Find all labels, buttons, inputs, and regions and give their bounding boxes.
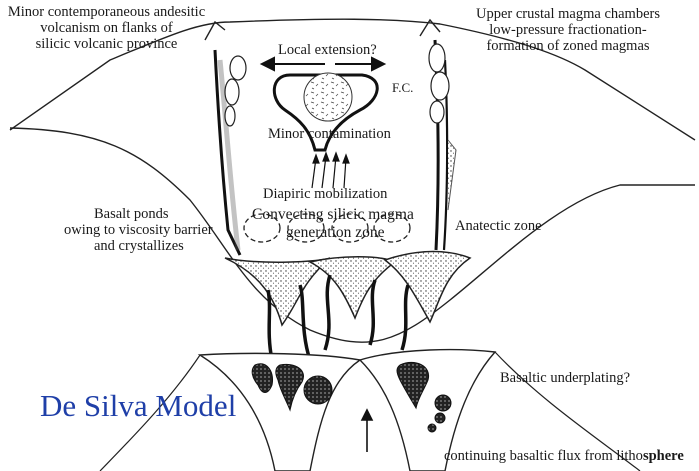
right-dike [429,40,456,250]
label-diapiric: Diapiric mobilization [263,186,387,202]
fc-cumulate [304,73,352,121]
label-volcanism: Minor contemporaneous andesitic volcanis… [4,4,209,52]
diapir-arrows [312,153,349,188]
flux-arrow [362,410,372,452]
label-flux: continuing basaltic flux from lithospher… [444,448,684,464]
label-chambers-line: formation of zoned magmas [448,38,688,54]
label-volcanism-line: volcanism on flanks of [4,20,209,36]
label-basalt-line: owing to viscosity barrier [64,222,213,238]
diagram-title: De Silva Model [40,388,236,424]
label-generation: generation zone [286,225,385,241]
label-basalt-line: Basalt ponds [64,206,213,222]
label-chambers-line: Upper crustal magma chambers [448,6,688,22]
label-basalt-line: and crystallizes [64,238,213,254]
label-chambers: Upper crustal magma chambers low-pressur… [448,6,688,54]
label-flux-emphasis: sphere [643,448,684,464]
label-fc: F.C. [392,80,413,96]
label-convecting: Convecting silicic magma [252,207,414,223]
left-dike [215,50,246,255]
label-extension: Local extension? [278,42,377,58]
label-volcanism-line: Minor contemporaneous andesitic [4,4,209,20]
label-anatectic: Anatectic zone [455,218,542,234]
label-underplating: Basaltic underplating? [500,370,630,386]
label-flux-text: continuing basaltic flux from litho [444,448,643,464]
label-volcanism-line: silicic volcanic province [4,36,209,52]
label-chambers-line: low-pressure fractionation- [448,22,688,38]
label-contamination: Minor contamination [268,126,391,142]
anatectic-funnels [225,252,470,326]
extension-arrows [262,58,384,70]
label-basalt: Basalt ponds owing to viscosity barrier … [64,206,213,254]
